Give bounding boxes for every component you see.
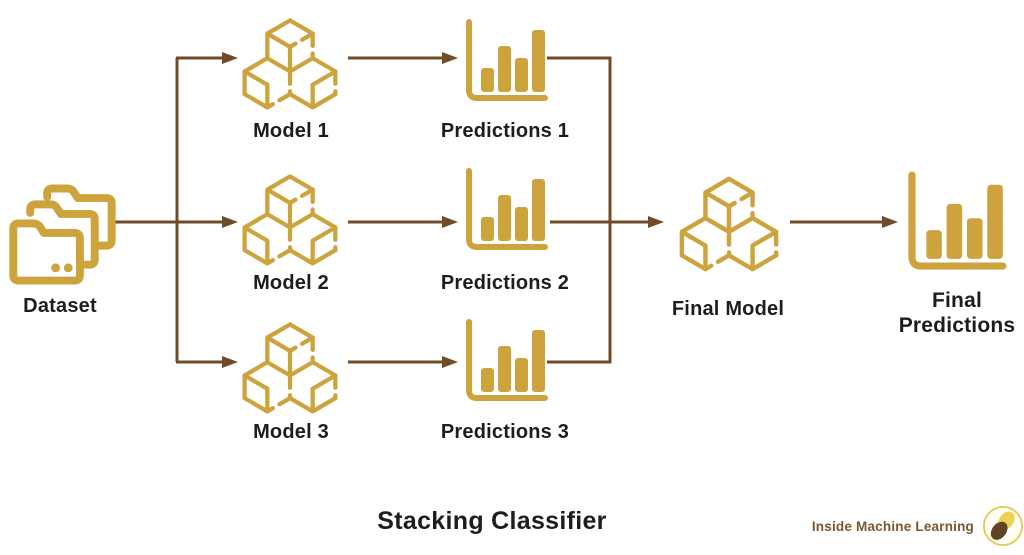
- model-2-cubes-icon: [238, 168, 342, 268]
- model-2-label: Model 2: [253, 272, 329, 294]
- predictions-3-bar-chart-icon: [459, 318, 551, 406]
- folder-stack-icon: [8, 183, 118, 285]
- predictions-2-label: Predictions 2: [440, 272, 570, 294]
- model-3-cubes-icon: [238, 316, 342, 416]
- predictions-1-bar-chart-icon: [459, 18, 551, 106]
- model-1-label: Model 1: [253, 120, 329, 142]
- predictions-2-bar-chart-icon: [459, 167, 551, 255]
- brand-mark: Inside Machine Learning: [790, 503, 1024, 549]
- diagram-title: Stacking Classifier: [377, 507, 607, 535]
- final-model-cubes-icon: [675, 170, 783, 274]
- edge-merge-bracket: [547, 56, 612, 364]
- beans-logo-icon: [982, 505, 1024, 547]
- dataset-label: Dataset: [23, 295, 97, 317]
- model-1-cubes-icon: [238, 12, 342, 112]
- predictions-1-label: Predictions 1: [440, 120, 570, 142]
- model-3-label: Model 3: [253, 421, 329, 443]
- final-model-label: Final Model: [671, 298, 785, 320]
- final-predictions-label: Final Predictions: [898, 289, 1016, 338]
- predictions-3-label: Predictions 3: [440, 421, 570, 443]
- final-predictions-bar-chart-icon: [900, 170, 1010, 276]
- brand-name: Inside Machine Learning: [811, 518, 974, 534]
